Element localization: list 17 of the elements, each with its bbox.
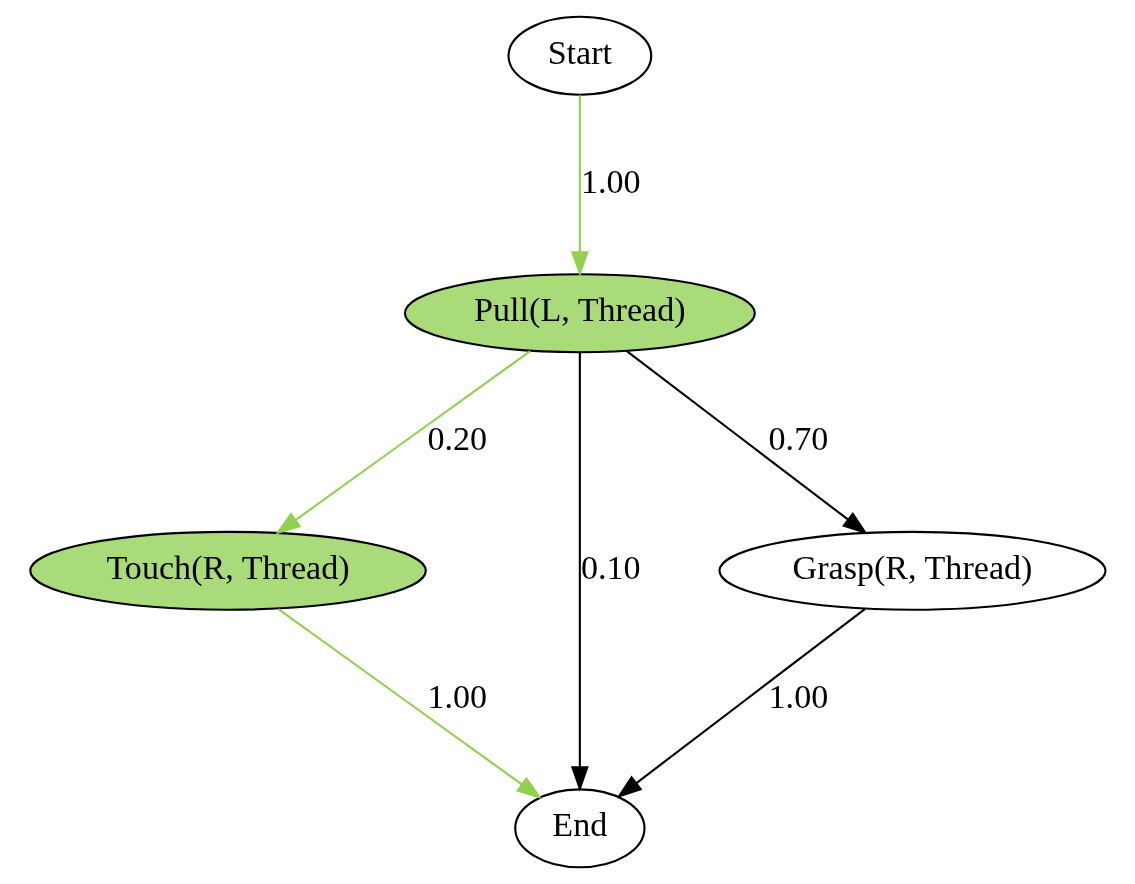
node-ellipse: Grasp(R, Thread): [717, 530, 1107, 611]
edge-label: 0.70: [768, 420, 828, 458]
node-ellipse: Touch(R, Thread): [28, 530, 427, 611]
arrow: [616, 608, 865, 799]
edge-label: 1.00: [580, 162, 641, 200]
node-ellipse: Start: [506, 15, 652, 96]
edge-label: 1.00: [768, 677, 828, 715]
node-ellipse: Pull(L, Thread): [403, 273, 756, 354]
edge-label: 0.20: [426, 420, 487, 458]
edge-label: 0.10: [580, 548, 641, 586]
arrow: [625, 350, 868, 535]
arrow: [570, 352, 589, 792]
node-ellipse: End: [513, 788, 646, 869]
edge-label: 1.00: [426, 677, 487, 715]
arrow: [277, 608, 542, 799]
arrow: [274, 350, 531, 535]
arrow: [570, 95, 589, 277]
